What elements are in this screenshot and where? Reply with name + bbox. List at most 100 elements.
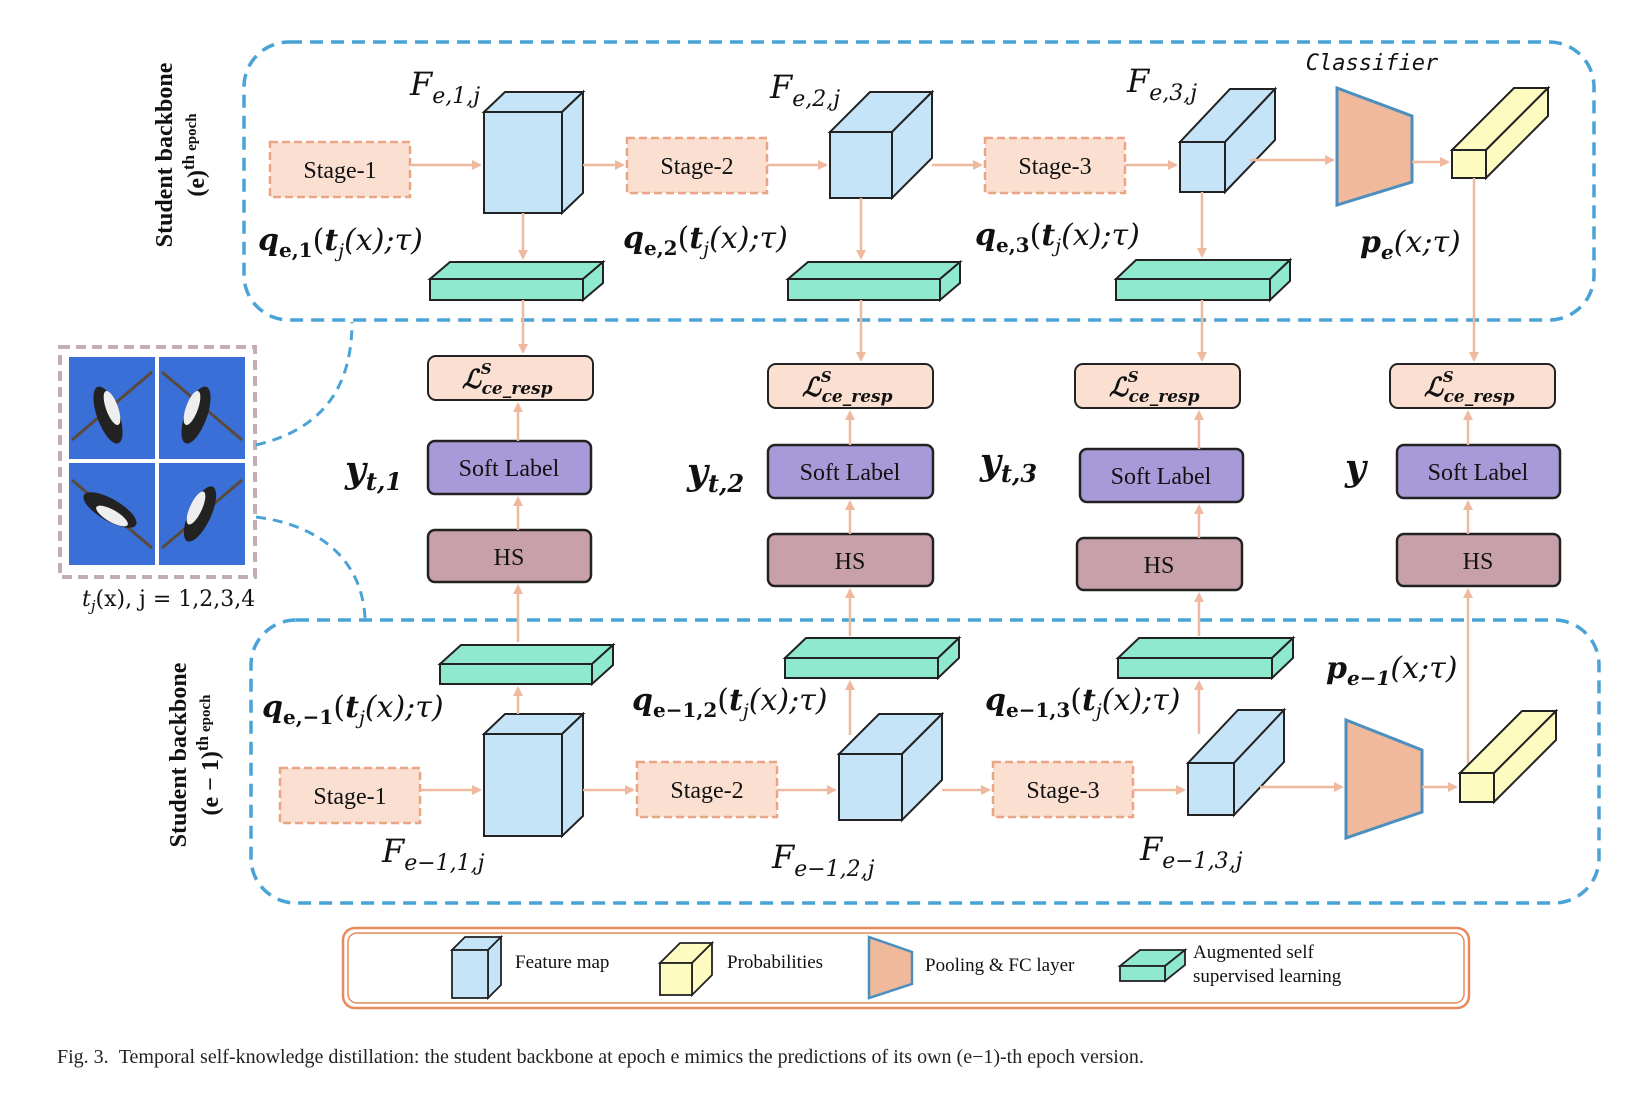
- bottom-q-label-2: qe−1,2(tj(x);τ): [632, 683, 828, 722]
- hs-box-3: HS: [1075, 536, 1244, 592]
- hs-box-1: HS: [426, 528, 593, 584]
- svg-text:HS: HS: [1144, 553, 1175, 579]
- y-label-1: yt,1: [344, 449, 402, 496]
- svg-text:Student backbone: Student backbone: [152, 62, 178, 247]
- top-feature-label-2: Fe,2,j: [769, 68, 840, 112]
- svg-text:Student backbone: Student backbone: [166, 662, 192, 847]
- connector-top: [255, 321, 354, 447]
- svg-text:Soft Label: Soft Label: [1111, 464, 1212, 490]
- legend-probabilities-label: Probabilities: [727, 952, 823, 973]
- top-feature-map-3: [1177, 86, 1278, 195]
- legend-ssl-label-line1: Augmented self: [1193, 942, 1315, 963]
- bottom-feature-map-1: [481, 711, 586, 839]
- bottom-p-label: pe−1(x;τ): [1326, 651, 1457, 690]
- top-probabilities: [1449, 85, 1551, 181]
- top-panel-epoch-label: (e)thepoch: [179, 113, 210, 197]
- top-q-label-2: qe,2(tj(x);τ): [623, 221, 788, 260]
- top-feature-map-2: [827, 89, 935, 201]
- legend: Feature map Probabilities Pooling & FC l…: [341, 926, 1471, 1010]
- top-flow-arrows: [410, 155, 1450, 170]
- legend-pooling-icon: [867, 935, 914, 1000]
- svg-text:Soft Label: Soft Label: [800, 460, 901, 486]
- svg-text:Soft Label: Soft Label: [1428, 460, 1529, 486]
- top-ssl-block-3: [1113, 257, 1293, 303]
- augmented-images: [58, 345, 257, 579]
- legend-ssl-label-line2: supervised learning: [1193, 966, 1342, 987]
- svg-text:HS: HS: [835, 549, 866, 575]
- bottom-ssl-block-1: [437, 642, 616, 687]
- classifier-label: Classifier: [1306, 51, 1439, 76]
- top-feature-map-1: [481, 89, 586, 216]
- y-label-4: y: [1344, 447, 1368, 489]
- svg-text:Stage-1: Stage-1: [313, 784, 386, 810]
- soft-label-box-2: Soft Label: [766, 443, 935, 500]
- legend-probabilities-icon: [657, 940, 715, 998]
- hs-box-4: HS: [1395, 532, 1562, 588]
- svg-text:Stage-2: Stage-2: [660, 154, 733, 180]
- top-p-label: pe(x;τ): [1360, 225, 1461, 264]
- caption-text: Temporal self-knowledge distillation: th…: [118, 1046, 1144, 1068]
- bottom-panel-label: Student backbone: [166, 662, 192, 847]
- y-label-2: yt,2: [686, 451, 744, 498]
- bottom-feature-map-2: [836, 711, 945, 823]
- svg-text:HS: HS: [494, 545, 525, 571]
- augmented-image-4: [159, 463, 245, 565]
- bottom-stage-3: Stage-3: [991, 760, 1135, 819]
- svg-text:Stage-2: Stage-2: [670, 778, 743, 804]
- bottom-pooling-fc-layer: [1344, 717, 1424, 841]
- legend-pooling-label: Pooling & FC layer: [925, 955, 1075, 976]
- connector-bottom: [255, 515, 367, 619]
- bottom-q-label-1: qe,−1(tj(x);τ): [262, 690, 444, 729]
- top-stage-1: Stage-1: [268, 140, 412, 199]
- soft-label-box-3: Soft Label: [1078, 447, 1245, 504]
- top-ssl-block-2: [785, 259, 963, 303]
- svg-text:Stage-3: Stage-3: [1026, 778, 1099, 804]
- svg-text:HS: HS: [1463, 549, 1494, 575]
- legend-feature-map-icon: [449, 934, 504, 1001]
- top-stage-3: Stage-3: [983, 136, 1127, 195]
- bottom-up-arrows: [513, 680, 1204, 735]
- svg-text:Stage-1: Stage-1: [303, 158, 376, 184]
- bottom-ssl-block-3: [1115, 635, 1296, 681]
- top-feature-label-1: Fe,1,j: [409, 65, 480, 109]
- soft-label-box-1: Soft Label: [426, 439, 593, 496]
- svg-text:(e − 1)thepoch: (e − 1)thepoch: [193, 694, 224, 816]
- top-panel-label: Student backbone: [152, 62, 178, 247]
- top-q-label-1: qe,1(tj(x);τ): [258, 223, 423, 262]
- augmentation-label: tj(x), j = 1,2,3,4: [82, 587, 255, 615]
- bottom-feature-label-2: Fe−1,2,j: [771, 838, 875, 882]
- y-label-3: yt,3: [979, 441, 1037, 488]
- bottom-feature-label-1: Fe−1,1,j: [381, 832, 485, 876]
- top-ssl-block-1: [427, 259, 606, 303]
- augmented-image-3: [69, 463, 155, 565]
- top-feature-label-3: Fe,3,j: [1126, 62, 1197, 106]
- svg-text:Stage-3: Stage-3: [1018, 154, 1091, 180]
- figure-caption: Fig. 3. Temporal self-knowledge distilla…: [57, 1046, 1144, 1069]
- bottom-stage-2: Stage-2: [635, 760, 779, 819]
- middle-up-arrows: [513, 402, 1473, 767]
- hs-box-2: HS: [766, 532, 935, 588]
- bottom-ssl-block-2: [782, 635, 962, 681]
- soft-label-box-4: Soft Label: [1395, 443, 1562, 500]
- top-backbone-panel: [242, 40, 1596, 322]
- bottom-feature-label-3: Fe−1,3,j: [1139, 830, 1243, 874]
- augmented-image-2: [159, 357, 245, 459]
- bottom-feature-map-3: [1185, 707, 1287, 818]
- top-stage-2: Stage-2: [625, 136, 769, 195]
- bottom-panel-epoch-label: (e − 1)thepoch: [193, 694, 224, 816]
- top-down-arrows: [518, 178, 1479, 362]
- bottom-q-label-3: qe−1,3(tj(x);τ): [985, 683, 1181, 722]
- augmented-image-1: [69, 357, 155, 459]
- caption-prefix: Fig. 3.: [57, 1046, 109, 1068]
- bottom-stage-1: Stage-1: [278, 766, 422, 825]
- top-pooling-fc-layer: [1335, 85, 1414, 208]
- top-q-label-3: qe,3(tj(x);τ): [975, 218, 1140, 257]
